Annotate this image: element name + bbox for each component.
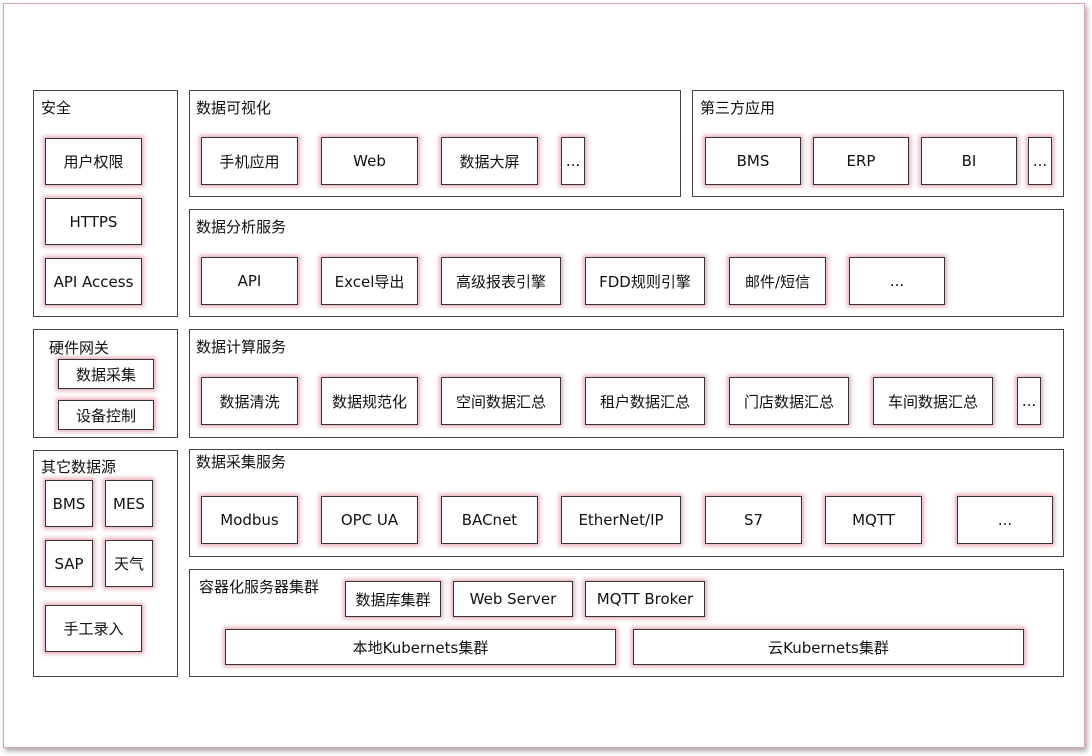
- security-https: HTTPS: [45, 198, 142, 245]
- cluster-mqtt-broker: MQTT Broker: [585, 581, 705, 617]
- source-weather: 天气: [105, 540, 153, 587]
- third-party-title: 第三方应用: [700, 99, 776, 117]
- cluster-local-k8s: 本地Kubernets集群: [225, 629, 616, 665]
- compute-tenant-summary: 租户数据汇总: [585, 377, 705, 425]
- analysis-fdd-engine: FDD规则引擎: [585, 257, 705, 305]
- visualization-panel: 数据可视化 手机应用 Web 数据大屏 ...: [189, 90, 681, 197]
- other-sources-panel: 其它数据源 BMS MES SAP 天气 手工录入: [33, 450, 178, 677]
- source-sap: SAP: [45, 540, 93, 587]
- analysis-excel-export: Excel导出: [321, 257, 418, 305]
- security-api-access: API Access: [45, 258, 142, 305]
- compute-panel: 数据计算服务 数据清洗 数据规范化 空间数据汇总 租户数据汇总 门店数据汇总 车…: [189, 329, 1064, 438]
- collection-title: 数据采集服务: [196, 453, 287, 471]
- cluster-cloud-k8s: 云Kubernets集群: [633, 629, 1024, 665]
- collection-mqtt: MQTT: [825, 496, 922, 544]
- analysis-panel: 数据分析服务 API Excel导出 高级报表引擎 FDD规则引擎 邮件/短信 …: [189, 209, 1064, 317]
- viz-web: Web: [321, 137, 418, 185]
- cluster-title: 容器化服务器集群: [199, 578, 320, 596]
- analysis-title: 数据分析服务: [196, 218, 287, 236]
- gateway-title: 硬件网关: [49, 339, 110, 357]
- collection-s7: S7: [705, 496, 802, 544]
- analysis-report-engine: 高级报表引擎: [441, 257, 561, 305]
- compute-normalization: 数据规范化: [321, 377, 418, 425]
- compute-cleaning: 数据清洗: [201, 377, 298, 425]
- third-party-erp: ERP: [813, 137, 909, 185]
- security-title: 安全: [41, 99, 72, 117]
- viz-more: ...: [561, 137, 585, 185]
- source-mes: MES: [105, 480, 153, 527]
- compute-more: ...: [1017, 377, 1041, 425]
- analysis-api: API: [201, 257, 298, 305]
- visualization-title: 数据可视化: [196, 99, 272, 117]
- third-party-bms: BMS: [705, 137, 801, 185]
- collection-more: ...: [957, 496, 1053, 544]
- compute-space-summary: 空间数据汇总: [441, 377, 561, 425]
- viz-big-screen: 数据大屏: [441, 137, 538, 185]
- gateway-panel: 硬件网关 数据采集 设备控制: [33, 329, 178, 438]
- cluster-database: 数据库集群: [345, 581, 441, 617]
- other-sources-title: 其它数据源: [41, 458, 117, 476]
- collection-ethernet-ip: EtherNet/IP: [561, 496, 681, 544]
- collection-bacnet: BACnet: [441, 496, 538, 544]
- analysis-mail-sms: 邮件/短信: [729, 257, 826, 305]
- source-manual-entry: 手工录入: [45, 605, 142, 652]
- compute-workshop-summary: 车间数据汇总: [873, 377, 993, 425]
- third-party-more: ...: [1028, 137, 1052, 185]
- compute-title: 数据计算服务: [196, 338, 287, 356]
- third-party-panel: 第三方应用 BMS ERP BI ...: [692, 90, 1064, 197]
- third-party-bi: BI: [921, 137, 1017, 185]
- gateway-data-acquisition: 数据采集: [58, 359, 154, 389]
- analysis-more: ...: [849, 257, 945, 305]
- security-panel: 安全 用户权限 HTTPS API Access: [33, 90, 178, 317]
- gateway-device-control: 设备控制: [58, 400, 154, 430]
- collection-panel: 数据采集服务 Modbus OPC UA BACnet EtherNet/IP …: [189, 449, 1064, 557]
- viz-mobile-app: 手机应用: [201, 137, 298, 185]
- security-user-permissions: 用户权限: [45, 138, 142, 185]
- compute-store-summary: 门店数据汇总: [729, 377, 849, 425]
- collection-opc-ua: OPC UA: [321, 496, 418, 544]
- cluster-web-server: Web Server: [453, 581, 573, 617]
- source-bms: BMS: [45, 480, 93, 527]
- cluster-panel: 容器化服务器集群 数据库集群 Web Server MQTT Broker 本地…: [189, 569, 1064, 677]
- collection-modbus: Modbus: [201, 496, 298, 544]
